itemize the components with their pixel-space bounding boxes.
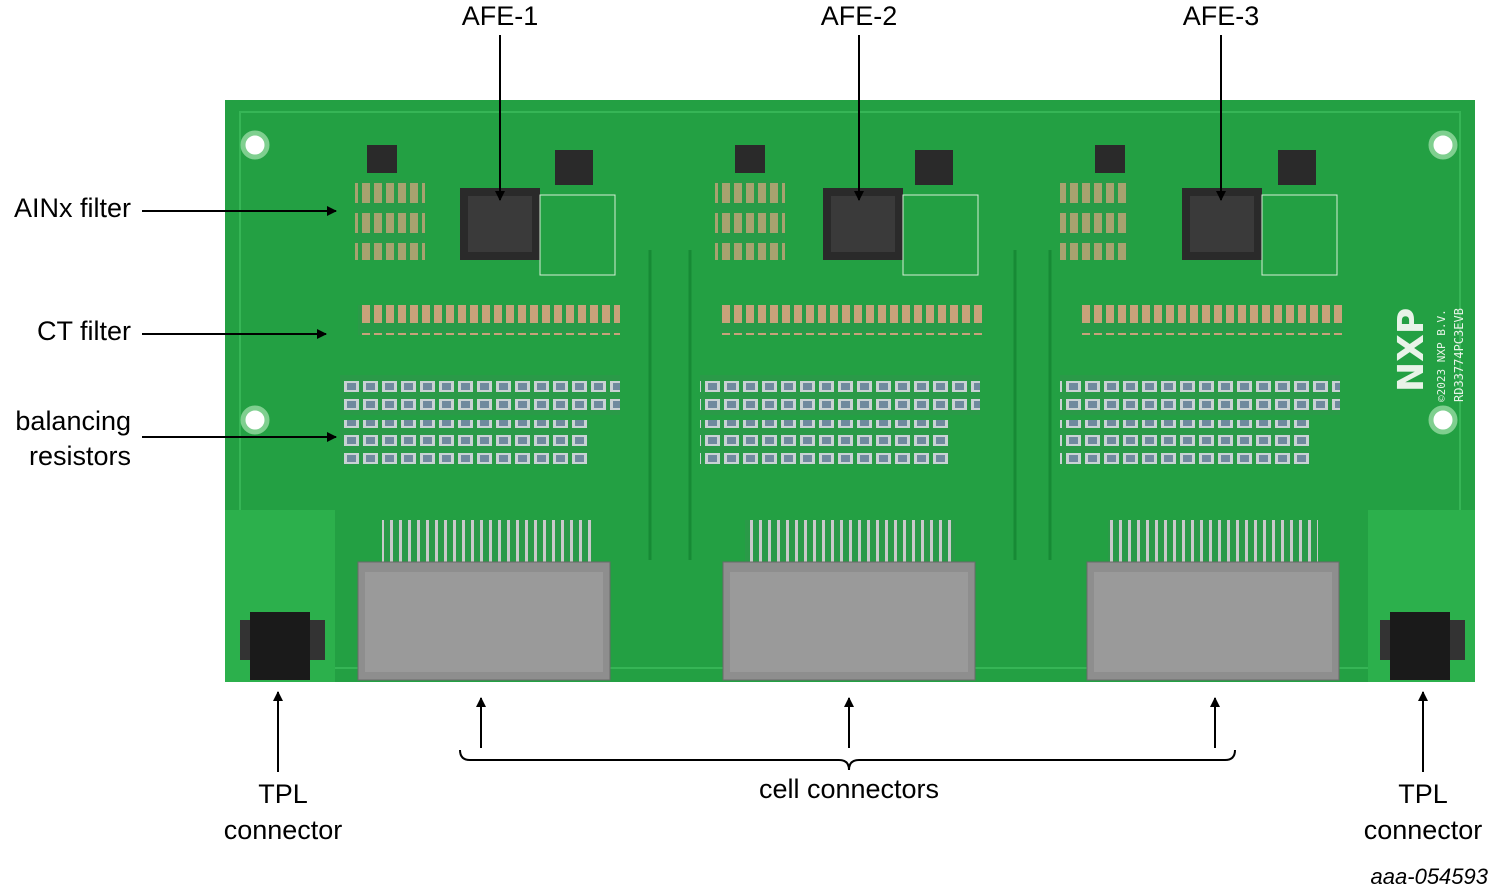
label-tpl-right: TPL: [1398, 779, 1448, 809]
afe-section-1: [340, 145, 620, 681]
label-tpl-left: TPL: [258, 779, 308, 809]
label-tpl-right-2: connector: [1364, 815, 1483, 845]
label-balancing-resistors: balancing: [15, 406, 131, 436]
label-cell-connectors: cell connectors: [759, 774, 939, 804]
board-silkscreen: NXP ©2023 NXP B.V. RD33774PC3EVB: [1391, 308, 1466, 402]
label-tpl-left-2: connector: [224, 815, 343, 845]
cell-connectors-brace: [459, 749, 1236, 771]
label-afe-2: AFE-2: [821, 1, 898, 31]
board-part-number: RD33774PC3EVB: [1452, 308, 1466, 402]
mounting-hole: [1428, 130, 1458, 160]
mounting-hole: [240, 130, 270, 160]
afe-section-3: [1060, 145, 1342, 681]
label-balancing-resistors-2: resistors: [29, 441, 131, 471]
mounting-hole: [1428, 405, 1458, 435]
board-copyright: ©2023 NXP B.V.: [1435, 309, 1448, 402]
label-afe-3: AFE-3: [1183, 1, 1260, 31]
nxp-logo: NXP: [1391, 308, 1432, 392]
afe-section-2: [700, 145, 982, 681]
label-ct-filter: CT filter: [37, 316, 131, 346]
label-afe-1: AFE-1: [462, 1, 539, 31]
mounting-hole: [240, 405, 270, 435]
label-ainx-filter: AINx filter: [14, 193, 131, 223]
figure-id: aaa-054593: [1371, 864, 1489, 889]
regulator-chip: [367, 145, 397, 173]
